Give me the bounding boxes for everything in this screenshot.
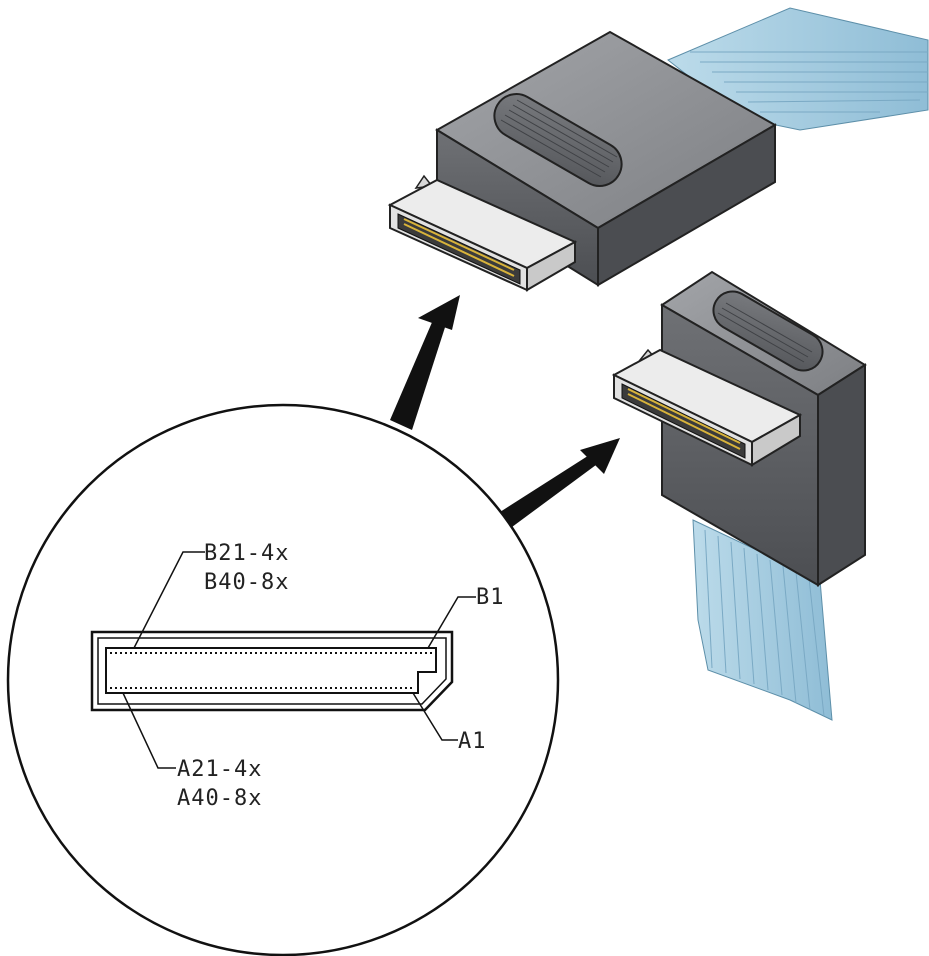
label-b1: B1 <box>476 585 505 610</box>
label-b21: B21-4x <box>204 541 289 566</box>
housing-right <box>597 123 776 287</box>
housing-right <box>817 363 866 587</box>
label-a21: A21-4x <box>177 757 262 782</box>
ribbon-cable <box>667 7 929 131</box>
plug-side <box>526 240 576 292</box>
leader-lines <box>122 551 476 769</box>
pointer-arrow-up <box>390 295 460 430</box>
detail-circle <box>6 403 560 956</box>
label-a1: A1 <box>458 729 487 754</box>
grip-pad <box>493 93 623 187</box>
detail-view: B21-4x B40-8x B1 A1 A21-4x A40-8x <box>6 403 560 956</box>
right-angle-connector <box>611 270 867 721</box>
label-b40: B40-8x <box>204 570 289 595</box>
straight-connector <box>387 7 929 292</box>
receptacle-face <box>90 630 454 712</box>
pointer-arrow-right <box>500 438 620 527</box>
label-a40: A40-8x <box>177 786 262 811</box>
contact-pins <box>403 218 515 277</box>
plug-side <box>751 413 801 467</box>
contact-pins <box>627 388 741 450</box>
grip-pad <box>712 290 824 372</box>
